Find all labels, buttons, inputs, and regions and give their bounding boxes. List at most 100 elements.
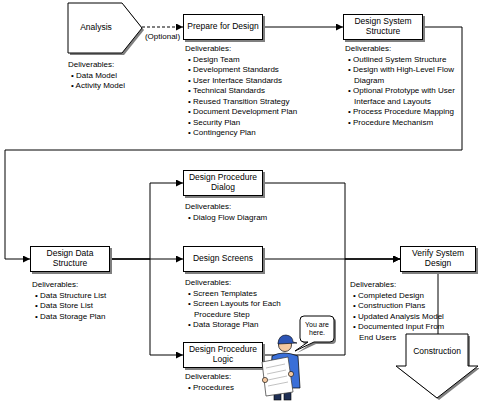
flow-connector (263, 183, 400, 259)
node-text-area: Verify System Design (401, 247, 475, 271)
head (279, 339, 292, 352)
process-box: Design Data Structure (30, 246, 110, 272)
flow-connector (263, 259, 400, 260)
node-label: Construction (413, 347, 461, 357)
flow-connector (110, 183, 183, 259)
deliverables-list: Deliverables:• Dialog Flow Diagram (185, 202, 305, 223)
list-item: • Reused Transition Strategy (185, 97, 325, 108)
list-item: • Document Development Plan (185, 107, 325, 118)
phase-arrow: Analysis (68, 3, 142, 53)
body (270, 353, 300, 388)
node-label: Prepare for Design (187, 22, 258, 32)
connector-label: (Optional) (145, 32, 180, 41)
node-text-area: Construction (404, 340, 470, 364)
deliverables-list: Deliverables:• Design Team• Development … (185, 44, 325, 139)
node-text-area: Design System Structure (344, 15, 422, 39)
list-item: • Screen Layouts for Each Procedure Step (185, 299, 295, 320)
list-heading: Deliverables: (185, 278, 295, 289)
list-item: • Contingency Plan (185, 128, 325, 139)
node-label: Analysis (80, 23, 112, 33)
list-item: • Optional Prototype with User Interface… (345, 86, 463, 107)
list-heading: Deliverables: (350, 280, 460, 291)
node-outline-path (295, 316, 334, 351)
list-item: • Process Procedure Mapping (345, 107, 463, 118)
list-item: • User Interface Standards (185, 76, 325, 87)
cap (278, 335, 297, 344)
node-label: Verify System Design (403, 249, 473, 269)
flow-connector (263, 27, 343, 28)
deliverables-list: Deliverables:• Data Structure List• Data… (32, 280, 142, 322)
process-box: Verify System Design (400, 246, 476, 272)
list-heading: Deliverables: (185, 202, 305, 213)
speech-bubble: You are here. (300, 316, 334, 346)
leg (284, 386, 291, 400)
process-box: Design Screens (183, 246, 263, 272)
paper-line (268, 382, 288, 386)
node-text-area: Design Data Structure (31, 247, 109, 271)
flow-connector (5, 27, 462, 259)
list-heading: Deliverables: (345, 44, 463, 55)
phase-arrow-down: Construction (396, 334, 478, 398)
node-text-area: Design Screens (184, 247, 262, 271)
list-heading: Deliverables: (68, 60, 158, 71)
list-item: • Development Standards (185, 65, 325, 76)
list-heading: Deliverables: (185, 44, 325, 55)
list-item: • Data Storage Plan (185, 320, 295, 331)
deliverables-list: Deliverables:• Procedures (185, 372, 275, 393)
process-box: Design System Structure (343, 14, 423, 40)
list-item: • Design with High-Level Flow Diagram (345, 65, 463, 86)
node-text-area: Design Procedure Dialog (184, 171, 262, 195)
hand (262, 377, 267, 382)
node-label: Design Procedure Dialog (186, 173, 260, 193)
node-text-area: Analysis (70, 3, 122, 53)
list-item: • Data Structure List (32, 291, 142, 302)
node-label: Design Screens (193, 254, 253, 264)
process-box: Prepare for Design (183, 14, 263, 40)
deliverables-list: Deliverables:• Outlined System Structure… (345, 44, 463, 128)
list-item: • Data Model (68, 71, 158, 82)
node-label: Design System Structure (346, 17, 420, 37)
list-item: • Activity Model (68, 81, 158, 92)
process-box: Design Procedure Dialog (183, 170, 263, 196)
flow-connector (110, 259, 183, 355)
node-text-area: Prepare for Design (184, 15, 262, 39)
node-text-area: Design Procedure Logic (184, 343, 262, 367)
leg (274, 386, 281, 400)
list-heading: Deliverables: (185, 372, 275, 383)
deliverables-list: Deliverables:• Completed Design• Constru… (350, 280, 460, 343)
paper-line (266, 364, 285, 368)
list-item: • Procedures (185, 383, 275, 394)
node-outline-path (68, 3, 142, 53)
list-item: • Security Plan (185, 118, 325, 129)
list-item: • Data Store List (32, 301, 142, 312)
list-item: • Technical Standards (185, 86, 325, 97)
list-item: • Documented Input From End Users (350, 322, 460, 343)
node-label: You are here. (303, 321, 331, 337)
list-item: • Outlined System Structure (345, 55, 463, 66)
process-box: Design Procedure Logic (183, 342, 263, 368)
person-illustration (262, 335, 300, 400)
list-item: • Procedure Mechanism (345, 118, 463, 129)
hand (288, 371, 293, 376)
flow-connector (142, 27, 183, 28)
flow-connector (110, 259, 183, 260)
deliverables-list: Deliverables:• Data Model• Activity Mode… (68, 60, 158, 92)
list-item: • Screen Templates (185, 289, 295, 300)
paper-line (268, 376, 287, 380)
list-item: • Data Storage Plan (32, 312, 142, 323)
connector-group (5, 27, 462, 355)
node-outline (396, 334, 478, 398)
list-item: • Dialog Flow Diagram (185, 213, 305, 224)
node-text-area: You are here. (301, 316, 333, 342)
list-item: • Design Team (185, 55, 325, 66)
node-label: Design Data Structure (33, 249, 107, 269)
list-item: • Updated Analysis Model (350, 312, 460, 323)
list-item: • Construction Plans (350, 301, 460, 312)
list-item: • Completed Design (350, 291, 460, 302)
node-label: Design Procedure Logic (186, 345, 260, 365)
paper (262, 357, 293, 396)
paper-line (267, 370, 286, 374)
list-heading: Deliverables: (32, 280, 142, 291)
node-outline-path (396, 334, 478, 398)
